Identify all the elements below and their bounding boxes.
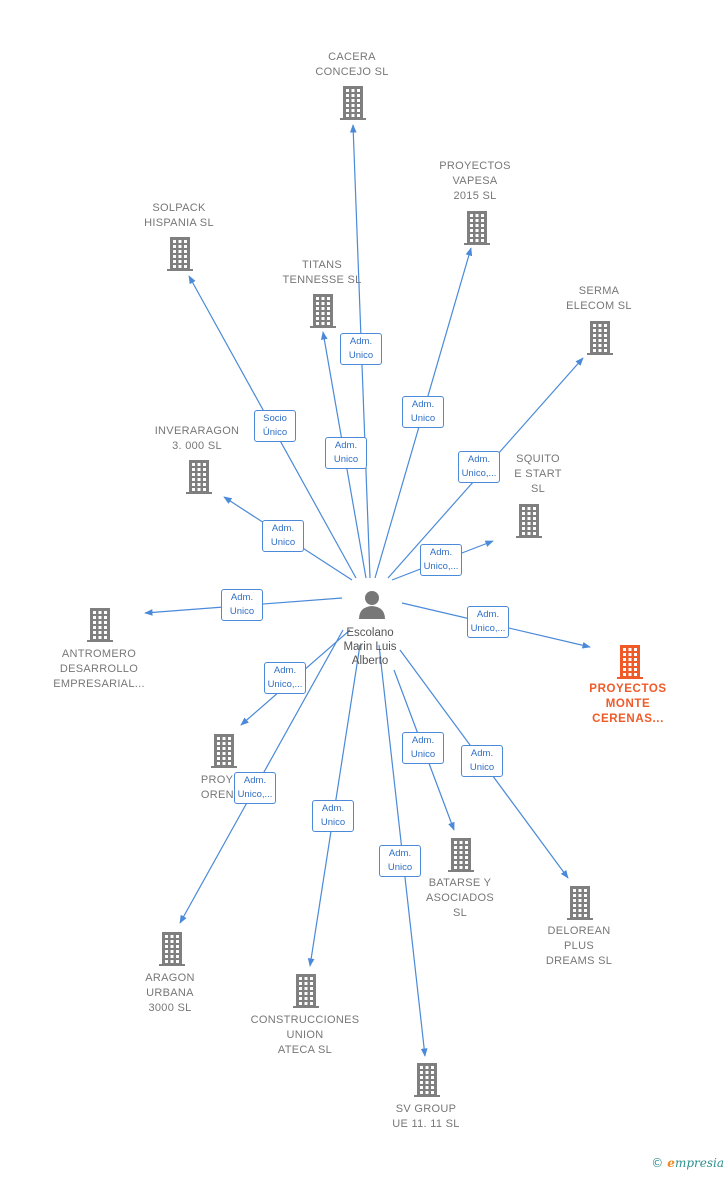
relation-badge-serma: Adm. Unico,... bbox=[458, 451, 500, 483]
relation-badge-batarse: Adm. Unico bbox=[402, 732, 444, 764]
building-icon[interactable] bbox=[617, 645, 643, 679]
center-person-name[interactable]: Escolano Marin Luis Alberto bbox=[343, 627, 397, 667]
building-icon[interactable] bbox=[587, 321, 613, 355]
relation-badge-sv-group: Adm. Unico bbox=[379, 845, 421, 877]
company-label-cacera[interactable]: CACERA CONCEJO SL bbox=[315, 51, 389, 78]
company-label-squito[interactable]: SQUITO E START SL bbox=[514, 453, 562, 495]
brand-logo-text: mpresia bbox=[674, 1156, 724, 1170]
building-icon[interactable] bbox=[211, 734, 237, 768]
building-icon[interactable] bbox=[293, 974, 319, 1008]
building-icon[interactable] bbox=[567, 886, 593, 920]
building-icon[interactable] bbox=[340, 86, 366, 120]
company-label-aragon-urbana[interactable]: ARAGON URBANA 3000 SL bbox=[145, 972, 195, 1014]
building-icon[interactable] bbox=[464, 211, 490, 245]
relation-badge-inveraragon: Adm. Unico bbox=[262, 520, 304, 552]
relation-badge-monte-cerenas: Adm. Unico,... bbox=[467, 606, 509, 638]
company-label-construcciones[interactable]: CONSTRUCCIONES UNION ATECA SL bbox=[250, 1014, 360, 1056]
company-label-batarse[interactable]: BATARSE Y ASOCIADOS SL bbox=[425, 877, 495, 919]
building-icon[interactable] bbox=[448, 838, 474, 872]
brand-logo-e: e bbox=[667, 1156, 675, 1170]
relation-badge-cacera: Adm. Unico bbox=[340, 333, 382, 365]
person-icon[interactable] bbox=[359, 591, 385, 619]
company-label-proyectos-vapesa[interactable]: PROYECTOS VAPESA 2015 SL bbox=[439, 160, 511, 202]
relation-badge-delorean: Adm. Unico bbox=[461, 745, 503, 777]
copyright-icon: © bbox=[651, 1156, 664, 1170]
company-label-titans[interactable]: TITANS TENNESSE SL bbox=[282, 259, 362, 286]
building-icon[interactable] bbox=[186, 460, 212, 494]
relation-badge-proyectos-vapesa: Adm. Unico bbox=[402, 396, 444, 428]
company-label-serma[interactable]: SERMA ELECOM SL bbox=[566, 285, 632, 312]
building-icon[interactable] bbox=[167, 237, 193, 271]
company-label-inveraragon[interactable]: INVERARAGON 3. 000 SL bbox=[154, 425, 240, 452]
relation-badge-solpack: Socio Único bbox=[254, 410, 296, 442]
footer-brand: ©empresia bbox=[651, 1156, 724, 1170]
company-label-monte-cerenas[interactable]: PROYECTOS MONTE CERENAS... bbox=[589, 683, 667, 725]
company-label-delorean[interactable]: DELOREAN PLUS DREAMS SL bbox=[545, 925, 613, 967]
relation-badge-proyec-orense: Adm. Unico,... bbox=[264, 662, 306, 694]
relation-badge-squito: Adm. Unico,... bbox=[420, 544, 462, 576]
company-label-antromero[interactable]: ANTROMERO DESARROLLO EMPRESARIAL... bbox=[53, 648, 145, 690]
building-icon[interactable] bbox=[516, 504, 542, 538]
company-label-sv-group[interactable]: SV GROUP UE 11. 11 SL bbox=[392, 1103, 460, 1130]
relation-badge-aragon-urbana: Adm. Unico,... bbox=[234, 772, 276, 804]
building-icon[interactable] bbox=[87, 608, 113, 642]
relation-badge-construcciones: Adm. Unico bbox=[312, 800, 354, 832]
building-icon[interactable] bbox=[414, 1063, 440, 1097]
building-icon[interactable] bbox=[310, 294, 336, 328]
relation-badge-antromero: Adm. Unico bbox=[221, 589, 263, 621]
relation-badge-titans: Adm. Unico bbox=[325, 437, 367, 469]
building-icon[interactable] bbox=[159, 932, 185, 966]
company-label-solpack[interactable]: SOLPACK HISPANIA SL bbox=[144, 202, 214, 229]
